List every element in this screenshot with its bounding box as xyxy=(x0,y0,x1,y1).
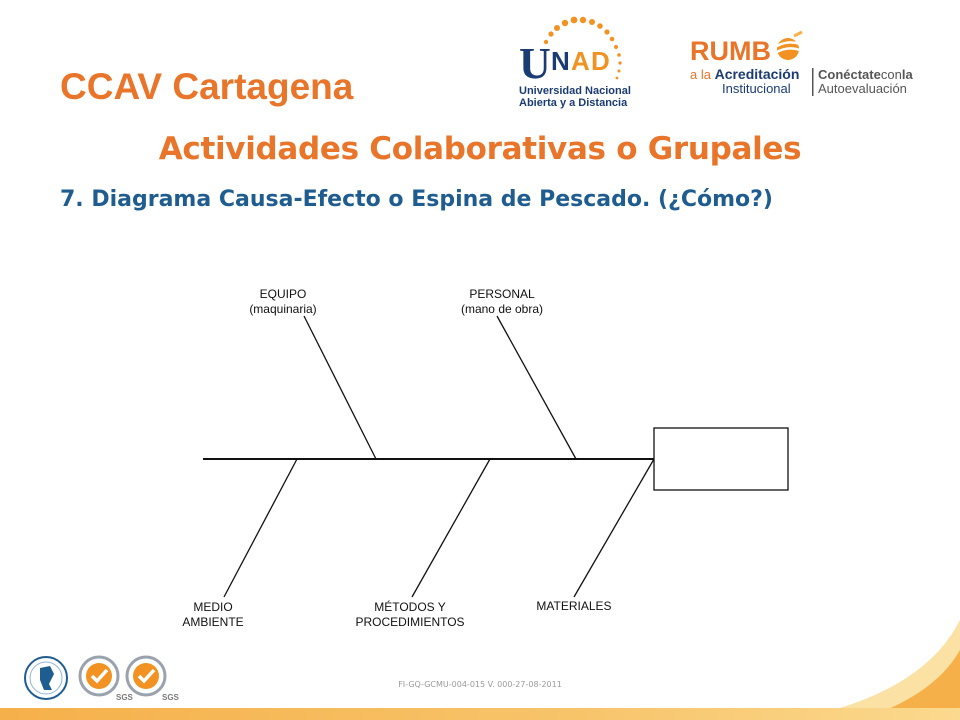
rumbo-right2: Autoevaluación xyxy=(818,81,907,96)
cause-materiales-line1: MATERIALES xyxy=(536,599,611,613)
cause-personal-line1: PERSONAL xyxy=(469,287,535,301)
cause-medio-line1: MEDIO xyxy=(193,600,232,614)
cause-medio-line2: AMBIENTE xyxy=(182,615,243,629)
colombia-seal-icon xyxy=(24,656,68,700)
cause-equipo-line2: (maquinaria) xyxy=(249,302,316,316)
unad-line2: Abierta y a Distancia xyxy=(519,97,628,109)
document-code: FI-GQ-GCMU-004-015 V. 000-27-08-2011 xyxy=(398,680,562,689)
unad-letter-n: N xyxy=(551,46,570,76)
rumbo-divider xyxy=(812,68,814,96)
unad-letter-a: A xyxy=(571,46,590,76)
bone-personal xyxy=(496,315,577,460)
effect-box xyxy=(653,427,789,491)
bone-materiales xyxy=(573,458,655,598)
svg-text:a la Acreditación: a la Acreditación xyxy=(690,66,799,82)
badge-label-2: SGS xyxy=(162,693,180,702)
svg-text:Conéctateconla: Conéctateconla xyxy=(818,67,913,82)
bone-medio-ambiente xyxy=(223,458,298,598)
badge-label-1: SGS xyxy=(116,693,134,702)
unad-dots-icon xyxy=(543,16,622,80)
page-subtitle: Actividades Colaborativas o Grupales xyxy=(158,131,802,167)
cause-metodos-line2: PROCEDIMIENTOS xyxy=(355,615,464,629)
rumbo-right1-c: la xyxy=(902,67,914,82)
rumbo-right1-b: con xyxy=(881,67,902,82)
rumbo-line1-a: a la xyxy=(690,67,715,82)
bone-equipo xyxy=(303,315,377,460)
rumbo-logo: RUMB a la Acreditación Institucional Con… xyxy=(690,30,913,96)
bone-metodos xyxy=(411,458,491,598)
unad-letter-d: D xyxy=(591,46,610,76)
unad-line1: Universidad Nacional xyxy=(519,85,631,97)
iso-check-badge-icon-2 xyxy=(125,655,167,697)
rumbo-word: RUMB xyxy=(690,36,771,66)
rumbo-line2: Institucional xyxy=(722,81,791,96)
cause-personal-line2: (mano de obra) xyxy=(461,302,543,316)
bottom-accent-bar xyxy=(0,708,960,720)
section-heading: 7. Diagrama Causa-Efecto o Espina de Pes… xyxy=(60,187,773,212)
rumbo-globe-icon xyxy=(776,30,803,60)
rumbo-right1-a: Conéctate xyxy=(818,67,881,82)
unad-letter-u: U xyxy=(519,39,551,88)
unad-logo: U N A D Universidad Nacional Abierta y a… xyxy=(519,16,631,109)
certification-badges: SGS SGS xyxy=(24,655,180,702)
page-title: CCAV Cartagena xyxy=(60,66,354,107)
cause-equipo-line1: EQUIPO xyxy=(260,287,307,301)
rumbo-line1-b: Acreditación xyxy=(715,66,800,82)
corner-swoosh xyxy=(840,620,960,720)
cause-metodos-line1: MÉTODOS Y xyxy=(374,599,446,614)
iso-check-badge-icon xyxy=(78,655,120,697)
